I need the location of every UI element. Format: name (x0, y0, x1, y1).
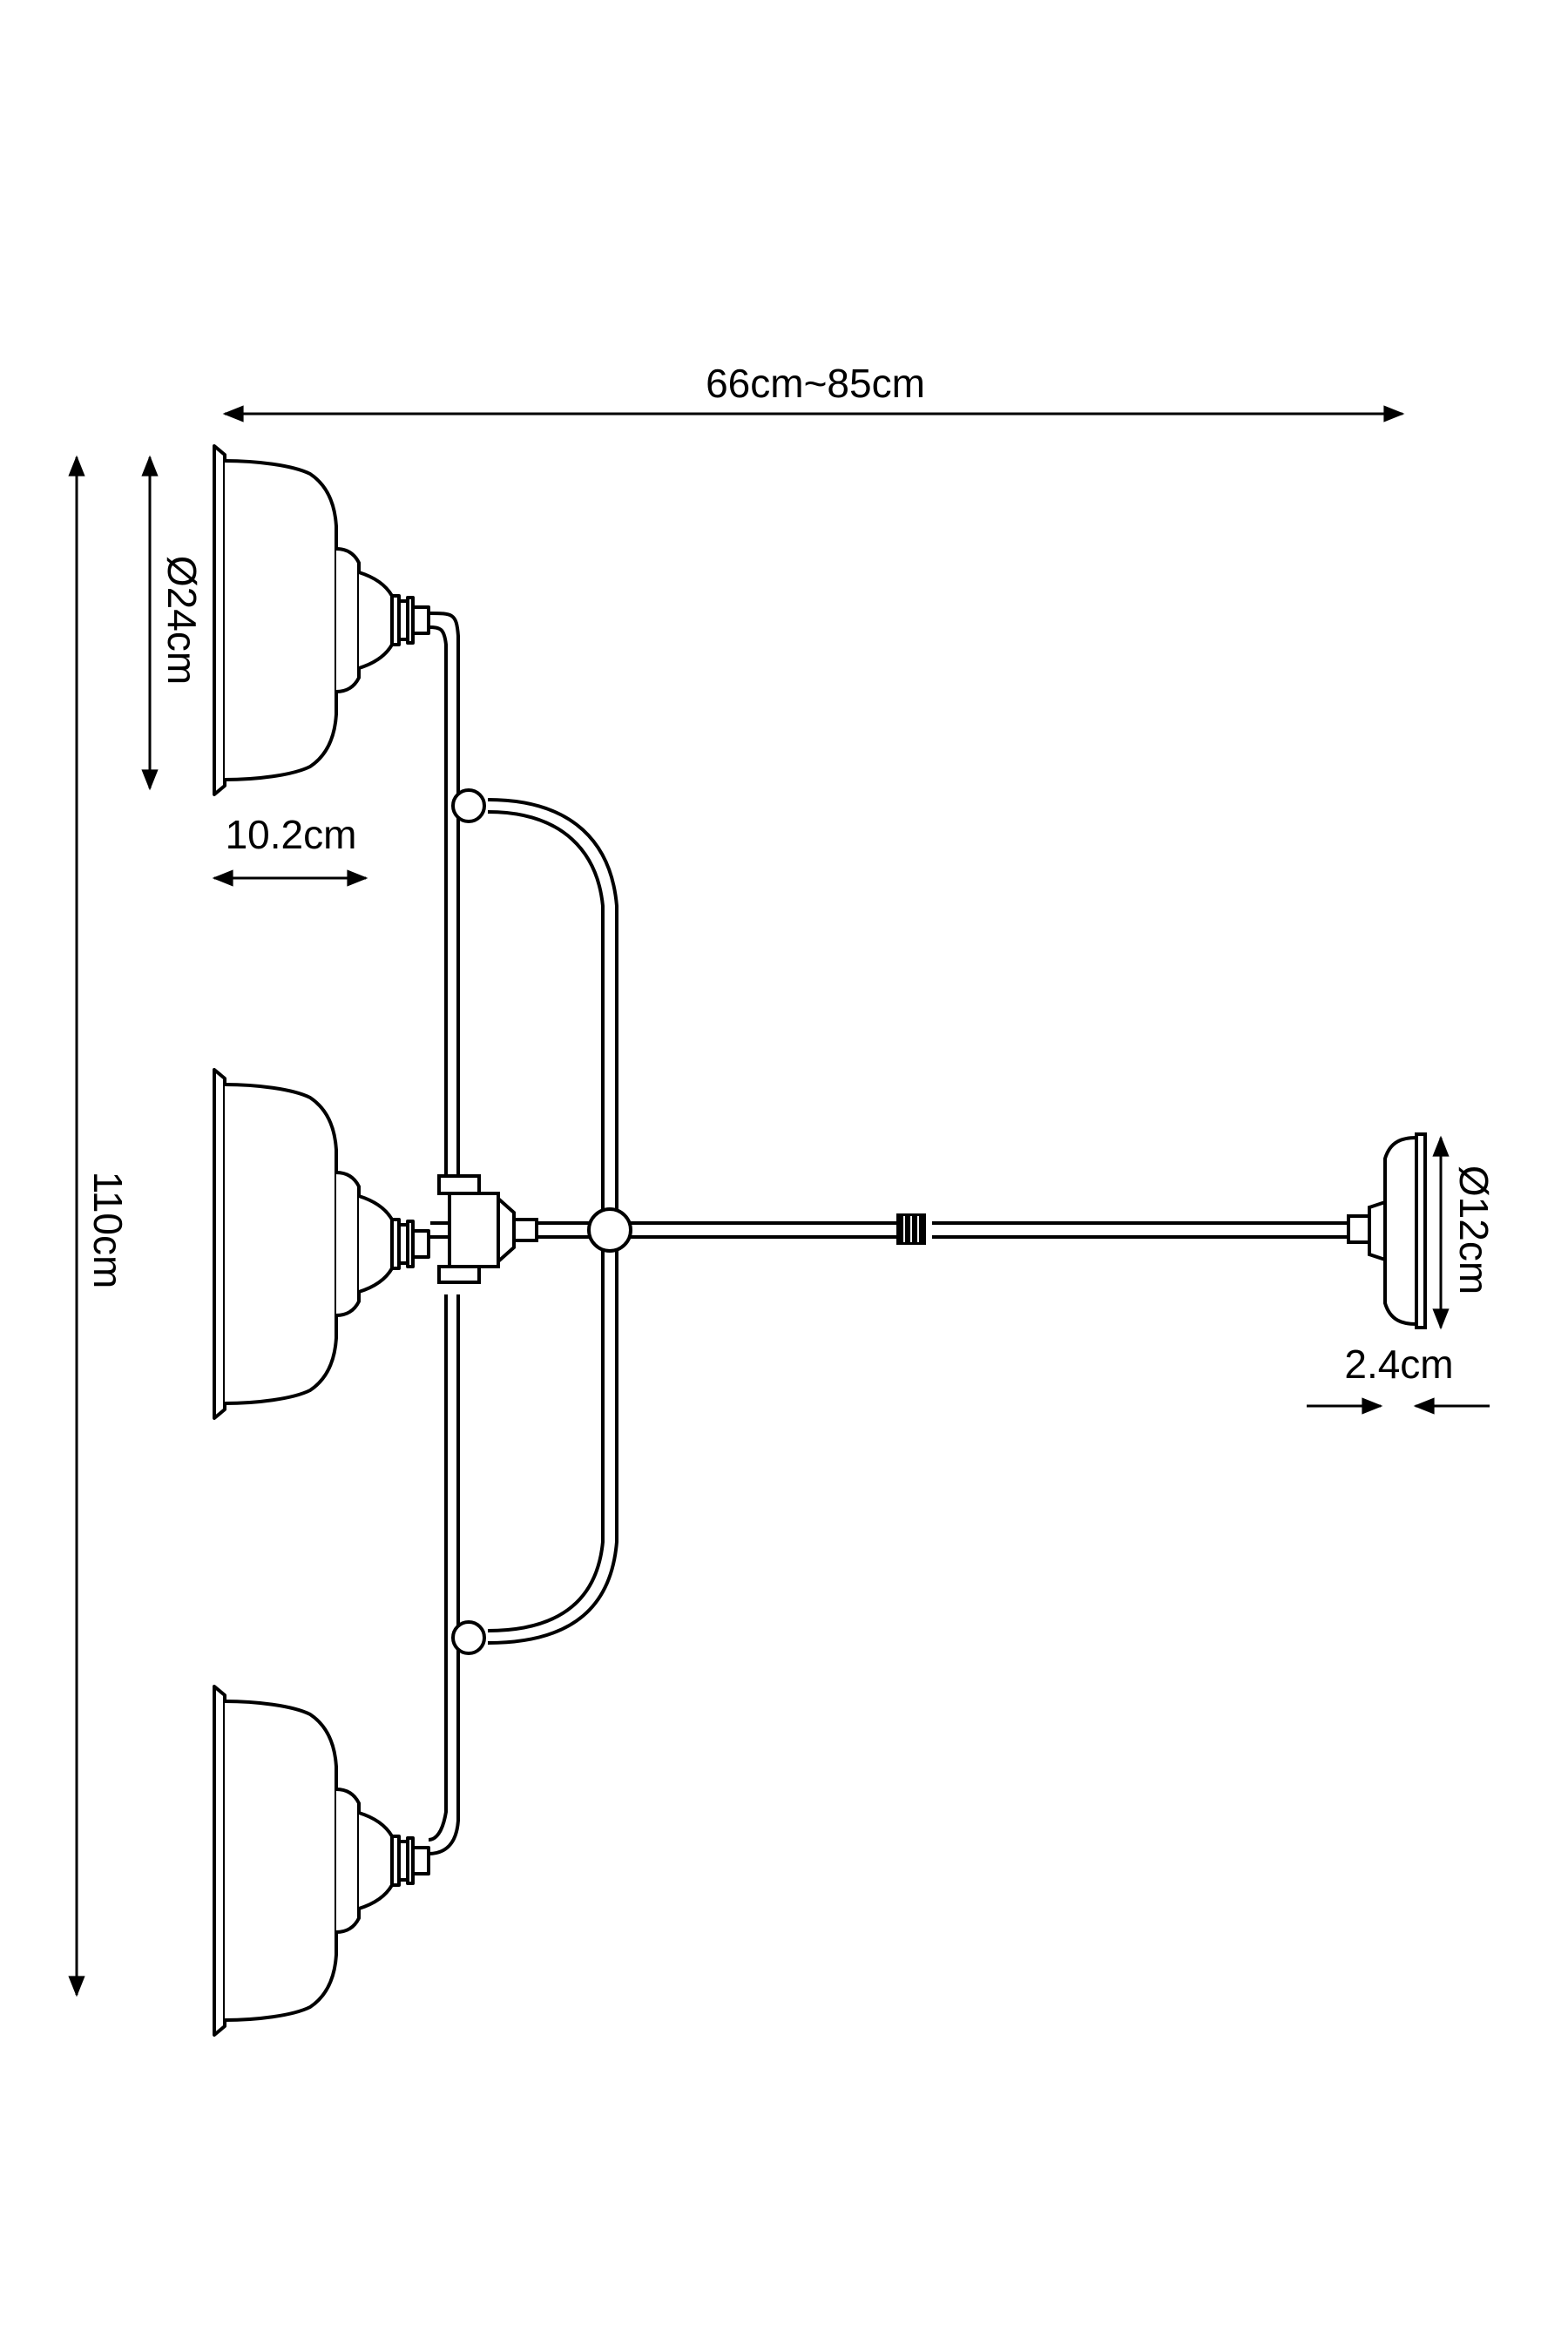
ceiling-canopy (1347, 1132, 1427, 1329)
lamp-shade-top (213, 444, 430, 796)
lamp-shade-bottom (213, 1685, 430, 2037)
canopy-depth-label: 2.4cm (1344, 1342, 1453, 1387)
central-hub (437, 1174, 538, 1284)
lamp-shade-middle (213, 1068, 430, 1420)
joint-balls (451, 788, 632, 1655)
rod-coupler-grooves (903, 1216, 919, 1242)
canopy-diameter-label: Ø12cm (1451, 1166, 1497, 1294)
width-label: 66cm~85cm (706, 361, 925, 406)
shade-depth-label: 10.2cm (226, 812, 357, 857)
shade-diameter-label: Ø24cm (159, 556, 205, 685)
dimension-lines (68, 405, 1490, 1997)
height-label: 110cm (85, 1172, 131, 1289)
